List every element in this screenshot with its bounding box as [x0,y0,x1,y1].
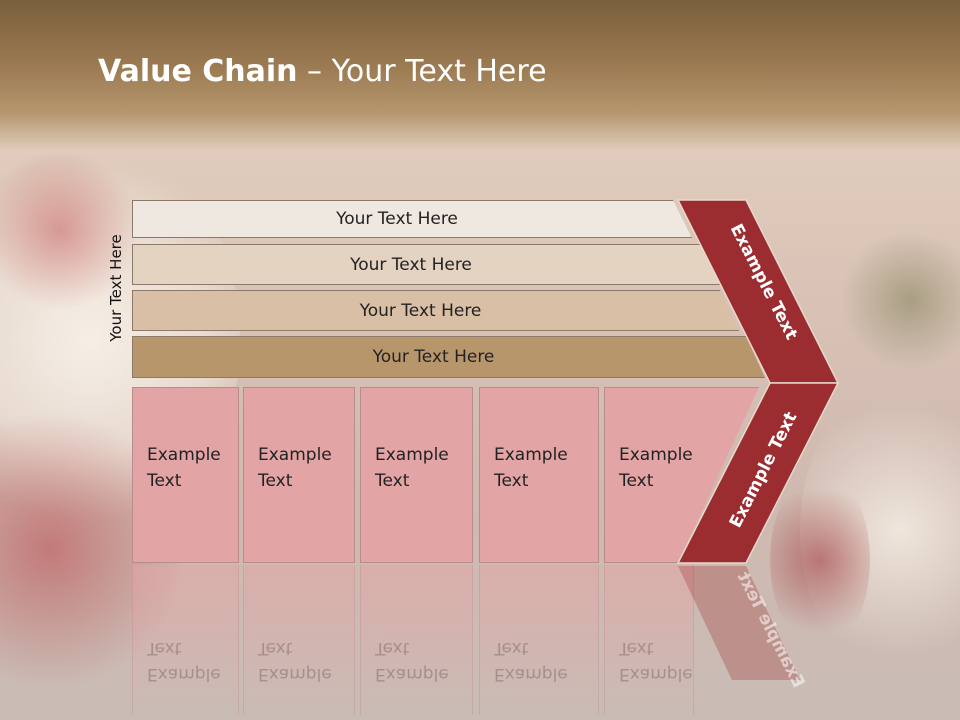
primary-activity-1: Example Text [132,387,239,563]
support-bar-4: Your Text Here [132,336,765,378]
chevron-bottom-arm [676,382,840,564]
support-bar-label: Your Text Here [359,300,482,321]
reflection-4: Example Text [479,565,599,715]
support-bar-1: Your Text Here [132,200,692,238]
activity-label: Example Text [147,445,221,491]
background-santa-hat [0,150,140,310]
primary-activity-2: Example Text [243,387,355,563]
support-bar-label: Your Text Here [336,209,458,229]
reflection-5: Example Text [604,565,694,715]
support-bar-label: Your Text Here [350,254,472,275]
reflection-3: Example Text [360,565,473,715]
primary-activity-3: Example Text [360,387,473,563]
activity-label: Example Text [258,445,332,491]
title-bold: Value Chain [98,54,298,89]
support-bar-2: Your Text Here [132,244,720,285]
activity-label: Example Text [619,445,693,491]
activity-label: Example Text [494,445,568,491]
background-stocking [770,470,870,650]
chevron-reflection [678,566,800,680]
reflection-2: Example Text [243,565,355,715]
title-band [0,0,960,150]
support-bar-3: Your Text Here [132,290,739,331]
primary-activity-4: Example Text [479,387,599,563]
activity-label: Example Text [375,445,449,491]
background-garland [840,230,960,370]
support-bar-label: Your Text Here [372,347,495,367]
slide-title: Value Chain – Your Text Here [98,54,547,89]
reflection-1: Example Text [132,565,239,715]
title-rest: – Your Text Here [297,54,547,89]
